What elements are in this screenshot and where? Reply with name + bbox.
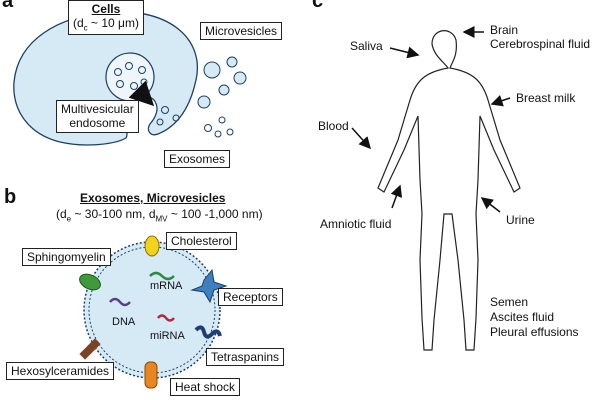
released-exosome [218,116,226,124]
hexosylceramide-marker [79,338,101,360]
panel-label-b: b [4,186,17,208]
mirna-label: miRNA [150,330,185,342]
blood-label: Blood [318,119,349,133]
saliva-label: Saliva [350,39,383,53]
heat-shock-label: Heat shock [170,378,241,397]
heat-shock-marker [144,361,158,389]
hexosylceramides-label: Hexosylceramides [6,362,115,381]
panel-label-a: a [2,0,14,12]
breast-milk-label: Breast milk [516,91,576,105]
urine-arrow [480,197,501,213]
sphingomyelin-marker [79,273,101,291]
blood-arrow [351,127,372,150]
mrna-label: mRNA [150,280,183,292]
mirna-strand [157,314,175,322]
urine-label: Urine [506,213,535,227]
exosomes-label: Exosomes [164,150,231,169]
intraluminal-vesicle [138,66,146,74]
microvesicle [197,95,211,109]
pleural-label: Pleural effusions [490,325,579,339]
multivesicular-endosome [105,52,155,102]
breast-milk-arrow [490,94,511,107]
csf-label: Cerebrospinal fluid [490,37,591,51]
intraluminal-vesicle [125,62,133,70]
released-exosome [214,130,222,138]
brain-label: Brain [490,23,519,37]
cells-label: Cells (dc ~ 10 μm) [68,0,144,36]
cholesterol-marker [144,235,160,257]
panel-b-size: (de ~ 30-100 nm, dMV ~ 100 -1,000 nm) [56,207,263,224]
released-exosome [172,114,180,122]
cells-title: Cells [91,2,121,16]
amniotic-arrow [390,184,403,209]
microvesicles-label: Microvesicles [200,22,283,41]
sphingomyelin-label: Sphingomyelin [22,248,111,267]
cells-size: (dc ~ 10 μm) [73,16,139,33]
intraluminal-vesicle [116,80,124,88]
receptors-label: Receptors [218,288,283,307]
tetraspanins-label: Tetraspanins [206,348,285,367]
released-exosome [226,128,234,136]
panel-label-c: c [312,0,324,12]
dna-strand [109,297,131,307]
human-silhouette [377,30,521,351]
panel-b-title: Exosomes, Microvesicles [80,191,226,205]
released-exosome [204,124,212,132]
ascites-label: Ascites fluid [490,310,555,324]
microvesicle [233,71,247,85]
microvesicle [226,56,238,68]
mrna-strand [149,271,175,281]
receptor-marker [190,268,228,304]
cholesterol-label: Cholesterol [166,232,237,251]
amniotic-label: Amniotic fluid [320,217,392,231]
released-exosome [156,118,164,126]
dna-label: DNA [112,316,136,328]
tetraspanin-marker [194,325,222,339]
intraluminal-vesicle [114,68,122,76]
endosome-fusion-arrow [128,80,155,107]
exosome-membrane [83,241,221,379]
microvesicle [218,84,230,96]
semen-label: Semen [490,295,529,309]
released-exosome [161,106,169,114]
microvesicle [203,61,221,79]
saliva-arrow [389,46,420,59]
